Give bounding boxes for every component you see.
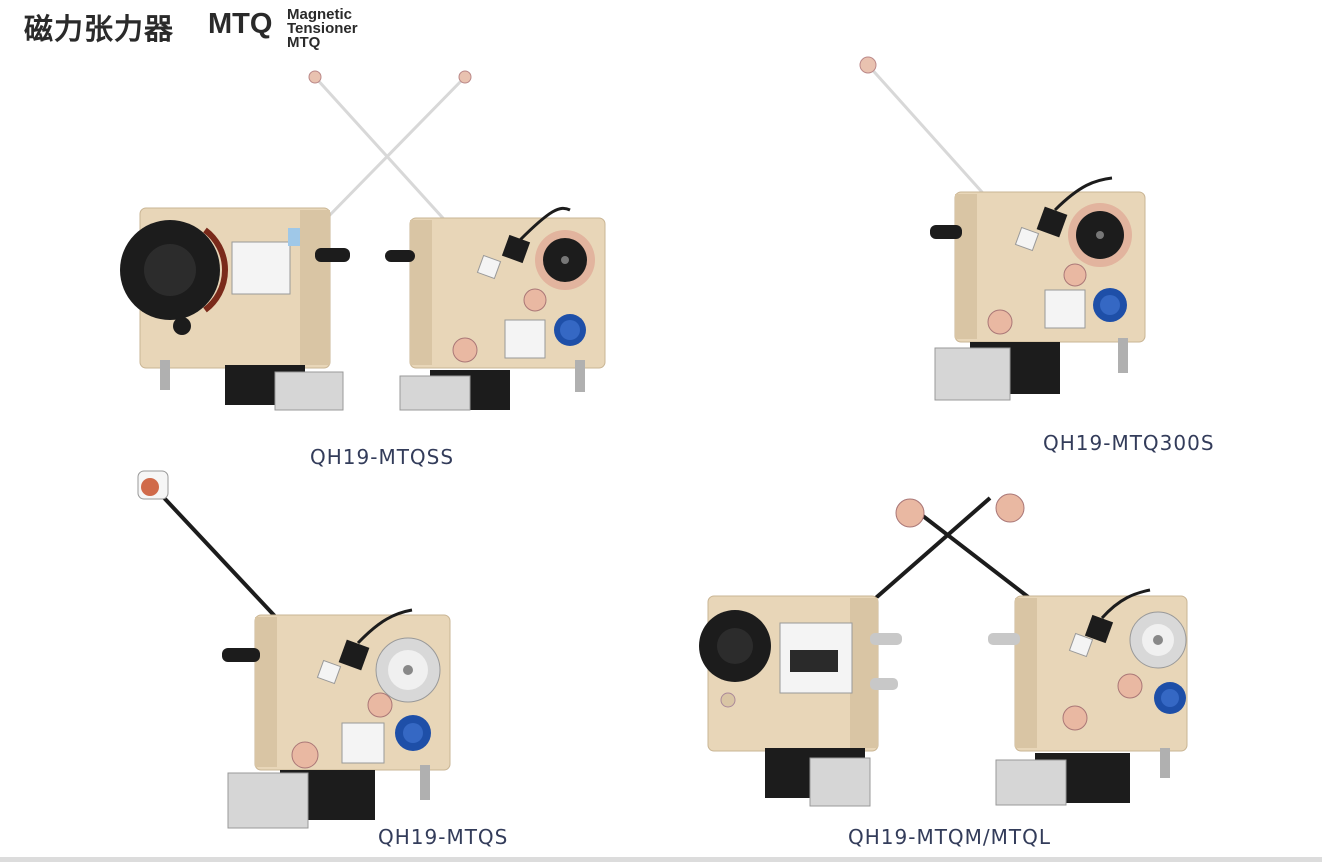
- product-image-mtqm-mtql: [699, 493, 1188, 807]
- product-image-mtqss: [120, 70, 606, 411]
- product-image-mtqs: [137, 470, 451, 829]
- caption-qh19-mtqs: QH19-MTQS: [378, 825, 509, 849]
- caption-qh19-mtqss: QH19-MTQSS: [310, 445, 455, 469]
- product-image-mtq300s: [859, 56, 1146, 401]
- subtitle-line2: MTQ: [287, 34, 321, 51]
- subtitle-line1: Magnetic Tensioner: [287, 6, 358, 37]
- caption-qh19-mtqm-mtql: QH19-MTQM/MTQL: [848, 825, 1052, 849]
- caption-qh19-mtq300s: QH19-MTQ300S: [1043, 431, 1215, 455]
- title-subtitle: Magnetic Tensioner MTQ: [287, 6, 358, 51]
- title-chinese: 磁力张力器: [24, 12, 175, 46]
- bottom-divider: [0, 857, 1322, 862]
- title-model: MTQ: [208, 8, 273, 40]
